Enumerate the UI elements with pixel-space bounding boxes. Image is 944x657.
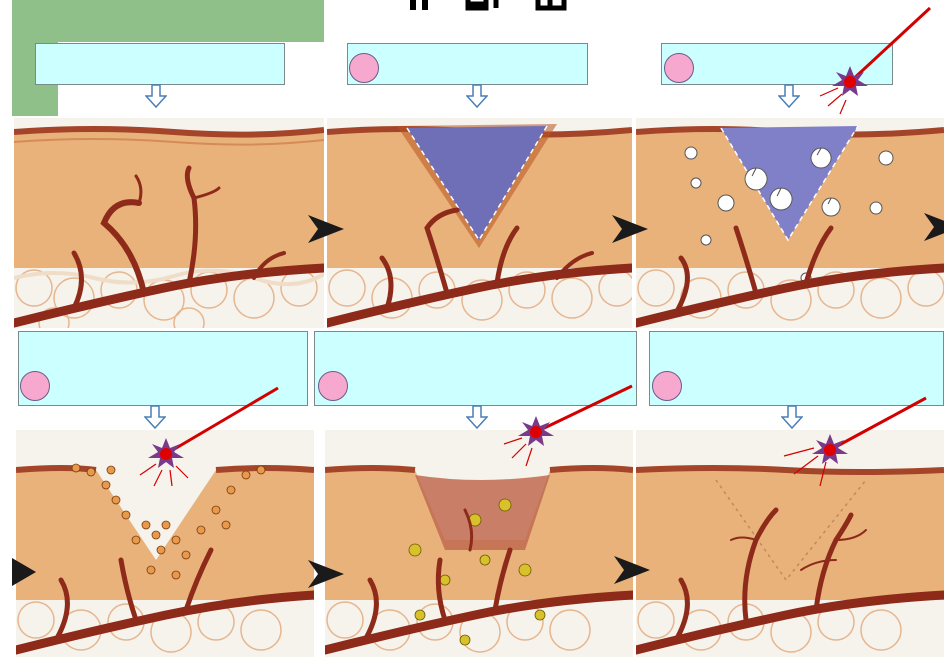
play-marker-icon (12, 558, 36, 586)
play-marker-icon (614, 556, 650, 584)
step-marker-5 (318, 371, 348, 401)
down-arrow-icon (466, 405, 488, 429)
play-marker-icon (308, 560, 344, 588)
play-marker-icon (612, 215, 648, 243)
laser-beam-icon (130, 380, 290, 490)
stage-label-box-2 (347, 43, 588, 85)
down-arrow-icon (466, 84, 488, 108)
step-marker-4 (20, 371, 50, 401)
laser-beam-icon (780, 0, 944, 120)
skin-panel-wound (327, 118, 632, 328)
step-marker-3 (664, 53, 694, 83)
stage-label-box-1 (35, 43, 285, 85)
play-marker-icon (308, 215, 344, 243)
down-arrow-icon (145, 84, 167, 108)
title-fragment (400, 0, 580, 12)
play-marker-icon (924, 213, 944, 241)
laser-beam-icon (780, 390, 930, 490)
skin-panel-inflammation (636, 118, 944, 328)
laser-beam-icon (490, 380, 636, 480)
step-marker-6 (652, 371, 682, 401)
step-marker-2 (349, 53, 379, 83)
skin-panel-intact (14, 118, 324, 328)
green-corner-block (12, 0, 324, 42)
